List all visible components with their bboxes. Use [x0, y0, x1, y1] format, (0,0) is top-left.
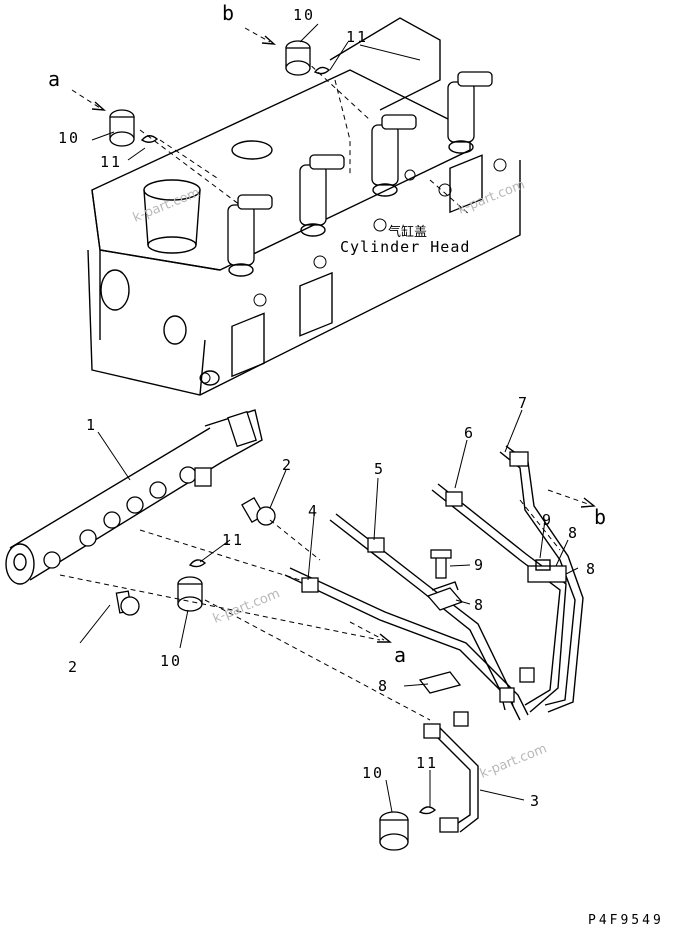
top-sleeve-a — [109, 109, 135, 147]
clamp-bolt — [430, 549, 452, 579]
bolt-lower — [115, 590, 140, 616]
callout-5: 5 — [374, 460, 385, 478]
view-marker-a-lower: a — [394, 643, 406, 667]
view-arrow-b-top — [244, 27, 277, 45]
view-marker-a-top: a — [48, 67, 60, 91]
lower-leader-lines — [59, 499, 561, 721]
clamp-middle — [426, 581, 464, 611]
cylinder-head-label-cn: 气缸盖 — [388, 224, 427, 240]
drawing-code: P4F9549 — [588, 913, 664, 928]
callout-10-top-a: 10 — [58, 129, 80, 147]
bottom-clip — [418, 806, 437, 815]
callout-2-lower: 2 — [68, 658, 79, 676]
pipe-fitting — [519, 667, 535, 683]
callout-11-rail: 11 — [222, 531, 244, 549]
callout-11-top-a: 11 — [100, 153, 122, 171]
view-marker-b-top: b — [222, 1, 234, 25]
injection-pipe-6 — [431, 483, 567, 713]
callout-10-rail: 10 — [160, 652, 182, 670]
callout-8-middle: 8 — [474, 596, 485, 614]
common-rail — [5, 409, 263, 585]
injection-pipe-4 — [284, 567, 529, 721]
callout-8-right: 8 — [586, 560, 597, 578]
injector-4 — [447, 71, 493, 154]
top-clip-b — [313, 66, 331, 75]
callout-11-bottom: 11 — [416, 754, 438, 772]
callout-7: 7 — [518, 394, 529, 412]
top-sleeve-b — [285, 40, 311, 76]
callout-1: 1 — [86, 416, 97, 434]
view-arrow-a-lower — [349, 621, 392, 643]
callout-leaders — [79, 23, 579, 813]
callout-8-right-upper: 8 — [568, 524, 579, 542]
bottom-sleeve — [379, 811, 409, 851]
watermark-lower-right: k-part.com — [478, 741, 549, 781]
cylinder-head-assembly — [87, 17, 521, 396]
top-leader-lines — [139, 59, 471, 216]
bolt-upper — [241, 496, 276, 526]
rail-sleeve — [177, 576, 203, 612]
pipe-fitting — [499, 687, 515, 703]
top-clip-a — [140, 135, 159, 143]
callout-10-bottom: 10 — [362, 764, 384, 782]
clamp-upper-right — [527, 559, 567, 583]
view-marker-b-lower: b — [594, 505, 606, 529]
view-arrow-a-top — [71, 89, 107, 111]
callout-6: 6 — [464, 424, 475, 442]
injector-3 — [371, 114, 417, 197]
callout-2-upper: 2 — [282, 456, 293, 474]
clamp-lower — [418, 671, 462, 694]
rail-clip — [188, 559, 207, 568]
callout-9-middle: 9 — [474, 556, 485, 574]
pipe-fitting — [453, 711, 469, 727]
callout-9-right: 9 — [542, 511, 553, 529]
callout-3: 3 — [530, 792, 541, 810]
injection-pipe-3 — [423, 723, 479, 833]
cylinder-head-label-en: Cylinder Head — [340, 238, 470, 256]
injector-1 — [227, 194, 273, 277]
watermark-top-left: k-part.com — [131, 185, 202, 225]
callout-11-top-b: 11 — [346, 28, 368, 46]
injection-pipe-7 — [499, 445, 584, 713]
watermark-top-right: k-part.com — [456, 177, 527, 217]
callout-4: 4 — [308, 502, 319, 520]
injector-2 — [299, 154, 345, 237]
watermark-lower-left: k-part.com — [211, 586, 282, 626]
callout-10-top-b: 10 — [293, 6, 315, 24]
view-arrow-b-lower — [547, 489, 596, 508]
callout-8-lower: 8 — [378, 677, 389, 695]
